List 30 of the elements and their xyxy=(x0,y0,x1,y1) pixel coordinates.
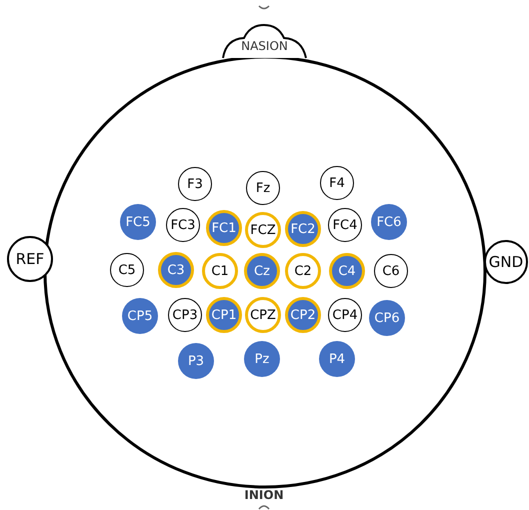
electrode: FCZ xyxy=(245,212,281,248)
electrode: C2 xyxy=(285,253,321,289)
electrode: Cz xyxy=(244,253,280,289)
electrode: FC3 xyxy=(166,208,200,242)
electrode: P3 xyxy=(178,343,214,379)
electrode: CP1 xyxy=(206,297,242,333)
electrode: FC2 xyxy=(285,211,321,247)
reference-electrode: REF xyxy=(7,236,53,282)
electrode: CP2 xyxy=(285,297,321,333)
electrode: FC6 xyxy=(371,204,407,240)
electrode: C1 xyxy=(202,253,238,289)
electrode: FC4 xyxy=(328,208,362,242)
electrode: CP5 xyxy=(122,298,158,334)
electrode: CP6 xyxy=(369,300,405,336)
landmark-label: INION xyxy=(243,488,285,502)
electrode: C5 xyxy=(110,253,144,287)
electrode: F4 xyxy=(320,166,354,200)
electrode: FC1 xyxy=(206,210,242,246)
electrode: Fz xyxy=(246,171,280,205)
electrode: CP4 xyxy=(328,298,362,332)
electrode: P4 xyxy=(319,341,355,377)
electrode: C4 xyxy=(329,253,365,289)
electrode: C3 xyxy=(158,252,194,288)
ground-electrode: GND xyxy=(484,240,528,284)
electrode: F3 xyxy=(178,167,212,201)
electrode: FC5 xyxy=(120,204,156,240)
electrode: C6 xyxy=(374,254,408,288)
electrode: Pz xyxy=(244,341,280,377)
electrode: CPZ xyxy=(245,297,281,333)
electrode: CP3 xyxy=(168,298,202,332)
